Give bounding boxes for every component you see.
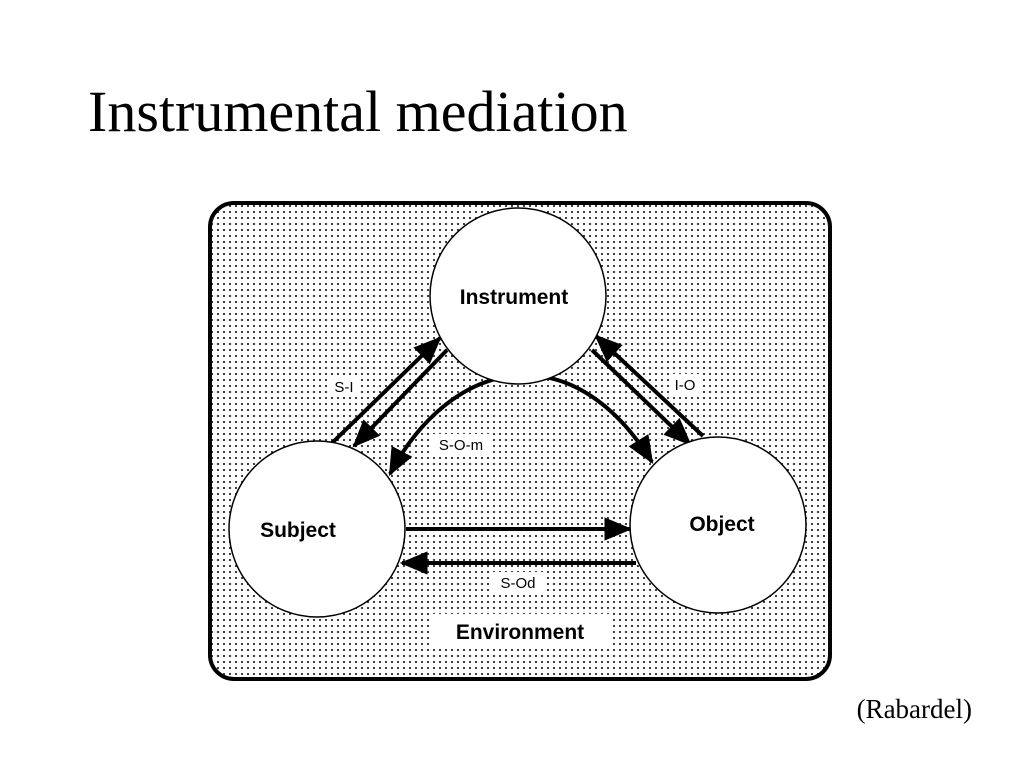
node-instrument-label: Instrument	[460, 286, 569, 309]
environment-label: Environment	[456, 621, 584, 644]
node-subject: Subject	[228, 440, 406, 618]
edge-s-o-m-label-bg	[432, 434, 490, 454]
edge-s-i-label: S-I	[334, 379, 353, 396]
edge-i-o-label: I-O	[675, 377, 696, 394]
edge-s-o-d	[399, 517, 636, 575]
edge-s-o-d-label: S-Od	[500, 575, 535, 592]
edge-s-i-label-bg	[330, 376, 358, 396]
edge-s-o-d-label-bg	[490, 572, 546, 592]
node-object-label: Object	[689, 513, 754, 536]
slide-title: Instrumental mediation	[88, 79, 628, 144]
edge-s-o-m-label: S-O-m	[439, 437, 483, 454]
node-object: Object	[629, 436, 807, 614]
edge-i-o	[590, 334, 705, 446]
edge-s-i	[329, 336, 449, 448]
node-subject-label: Subject	[260, 519, 336, 542]
edge-i-o-label-bg	[670, 374, 700, 394]
environment-label-bg	[430, 614, 610, 648]
credit-text: (Rabardel)	[856, 694, 972, 724]
node-instrument: Instrument	[429, 207, 607, 385]
